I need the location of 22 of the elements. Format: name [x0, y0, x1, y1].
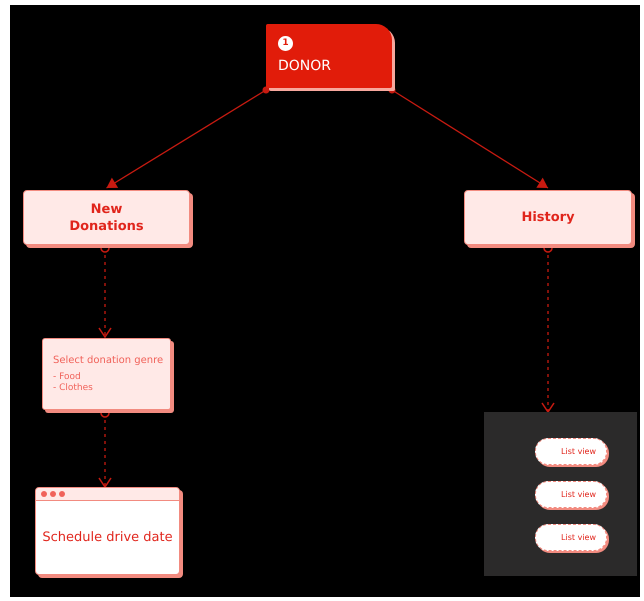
list-item-text: - Clothes	[53, 383, 93, 394]
node-title: Select donation genre	[53, 354, 164, 368]
arrow	[106, 86, 270, 189]
list-item-pill	[535, 481, 607, 508]
screen-panel	[484, 412, 637, 576]
arrow	[388, 86, 548, 189]
window-card	[35, 487, 180, 575]
list-item-pill	[535, 438, 607, 465]
dropdown-popover	[42, 338, 171, 410]
list-item-label: List view	[561, 490, 596, 499]
list-item-text: - Food	[53, 372, 81, 383]
node-title: DONOR	[278, 58, 332, 74]
node-title: History	[521, 209, 575, 226]
screen-card	[23, 190, 190, 245]
list-item-label: List view	[561, 447, 596, 456]
role-header-box	[266, 24, 392, 88]
node-title: Schedule drive date	[42, 530, 173, 544]
screen-card	[464, 190, 632, 245]
step-number-badge: 1	[278, 36, 293, 51]
list-item-label: List view	[561, 533, 596, 542]
list-item-pill	[535, 524, 607, 551]
node-title: New Donations	[68, 200, 145, 234]
